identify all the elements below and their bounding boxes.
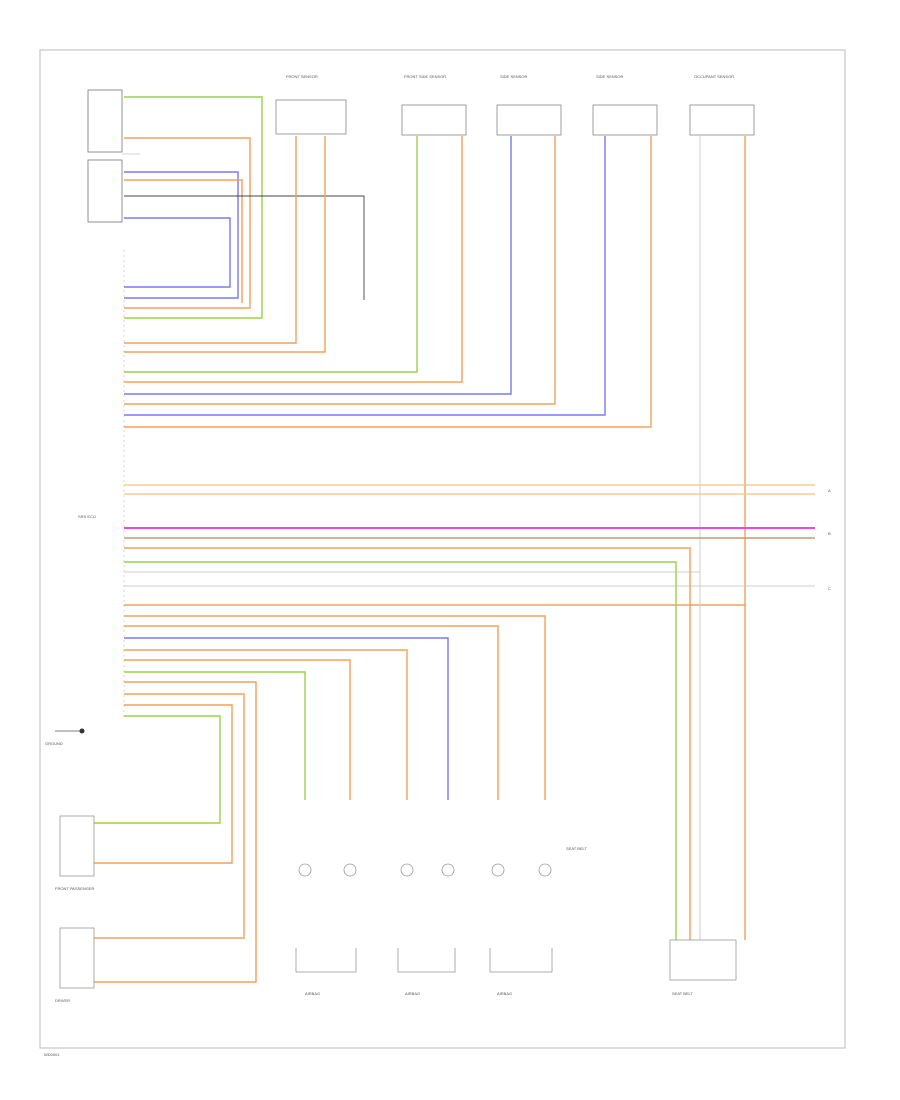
airbag-box-1 xyxy=(295,948,357,973)
wire-green-1 xyxy=(124,96,263,319)
wire-s1-b xyxy=(124,136,326,353)
wire-rb-a xyxy=(124,547,691,940)
wire-b1-a xyxy=(124,671,306,800)
wire-rb-b xyxy=(124,561,677,940)
bottom-label-3: AIRBAG xyxy=(497,991,512,996)
footer-code: WD0001 xyxy=(44,1052,60,1057)
ground-dot xyxy=(79,728,85,734)
wire-orange-1 xyxy=(124,137,251,309)
sensor-box-5 xyxy=(689,104,755,136)
squib-2a xyxy=(400,863,414,877)
sensor-box-4 xyxy=(592,104,658,136)
wire-lc2-b xyxy=(94,715,221,824)
wire-b1-b xyxy=(124,659,351,800)
wire-blue-1 xyxy=(124,171,239,299)
bottom-label-5: SEAT BELT xyxy=(566,846,587,851)
wire-b2-a xyxy=(124,649,408,800)
wire-b3-a xyxy=(124,625,499,800)
wires xyxy=(94,96,815,983)
bottom-label-4: SEAT BELT xyxy=(672,991,693,996)
connector-block-1 xyxy=(87,89,123,153)
ground-label: GROUND xyxy=(45,741,63,746)
sensor-label-5: OCCUPANT SENSOR xyxy=(694,74,734,79)
module-ground: GROUND xyxy=(45,728,85,746)
wire-orange-2 xyxy=(124,179,243,303)
left-comp-box-2 xyxy=(59,927,95,989)
bottom-label-2: AIRBAG xyxy=(405,991,420,996)
airbag-box-3 xyxy=(489,948,553,973)
right-conn-b: B xyxy=(828,531,831,536)
module-label: SRS ECU xyxy=(78,514,96,519)
wire-blue-2 xyxy=(124,217,231,288)
sensor-box-1 xyxy=(275,99,347,135)
wire-black-1 xyxy=(124,195,365,288)
squib-3a xyxy=(491,863,505,877)
squib-1a xyxy=(298,863,312,877)
sensor-box-2 xyxy=(401,104,467,136)
wire-s4-b xyxy=(124,136,652,428)
sensor-label-3: SIDE SENSOR xyxy=(500,74,527,79)
right-connectors: A B C xyxy=(828,488,831,591)
wire-b2-b xyxy=(124,637,449,800)
squib-3b xyxy=(538,863,552,877)
wire-b3-b xyxy=(124,615,546,800)
sensor-label-2: FRONT SIDE SENSOR xyxy=(404,74,446,79)
wire-lc1-a xyxy=(94,681,257,983)
wire-s4-a xyxy=(124,136,606,416)
wire-s3-a xyxy=(124,136,512,395)
wire-s2-a xyxy=(124,136,418,373)
wire-s3-b xyxy=(124,136,556,405)
diagram-frame xyxy=(39,49,846,1049)
right-conn-a: A xyxy=(828,488,831,493)
wire-lc2-a xyxy=(94,704,233,864)
left-header-connectors xyxy=(87,89,140,223)
left-comp-label-1: FRONT PASSENGER xyxy=(55,886,95,891)
sensor-label-1: FRONT SENSOR xyxy=(286,74,318,79)
seatbelt-box xyxy=(669,939,737,981)
squib-2b xyxy=(441,863,455,877)
sensor-label-4: SIDE SENSOR xyxy=(596,74,623,79)
wire-s5-b xyxy=(124,136,746,606)
connector-block-2 xyxy=(87,159,123,223)
wire-s5-a xyxy=(124,136,701,573)
sensor-box-3 xyxy=(496,104,562,136)
right-conn-c: C xyxy=(828,586,831,591)
wire-s2-b xyxy=(124,136,463,383)
left-comp-label-2: DRIVER xyxy=(55,998,70,1003)
bottom-components xyxy=(59,815,737,989)
wire-s1-a xyxy=(124,136,297,344)
bottom-label-1: AIRBAG xyxy=(305,991,320,996)
airbag-box-2 xyxy=(397,948,456,973)
squib-1b xyxy=(343,863,357,877)
left-comp-box-1 xyxy=(59,815,95,877)
top-sensors: FRONT SENSOR FRONT SIDE SENSOR SIDE SENS… xyxy=(275,74,755,136)
wire-lc1-b xyxy=(94,693,245,939)
